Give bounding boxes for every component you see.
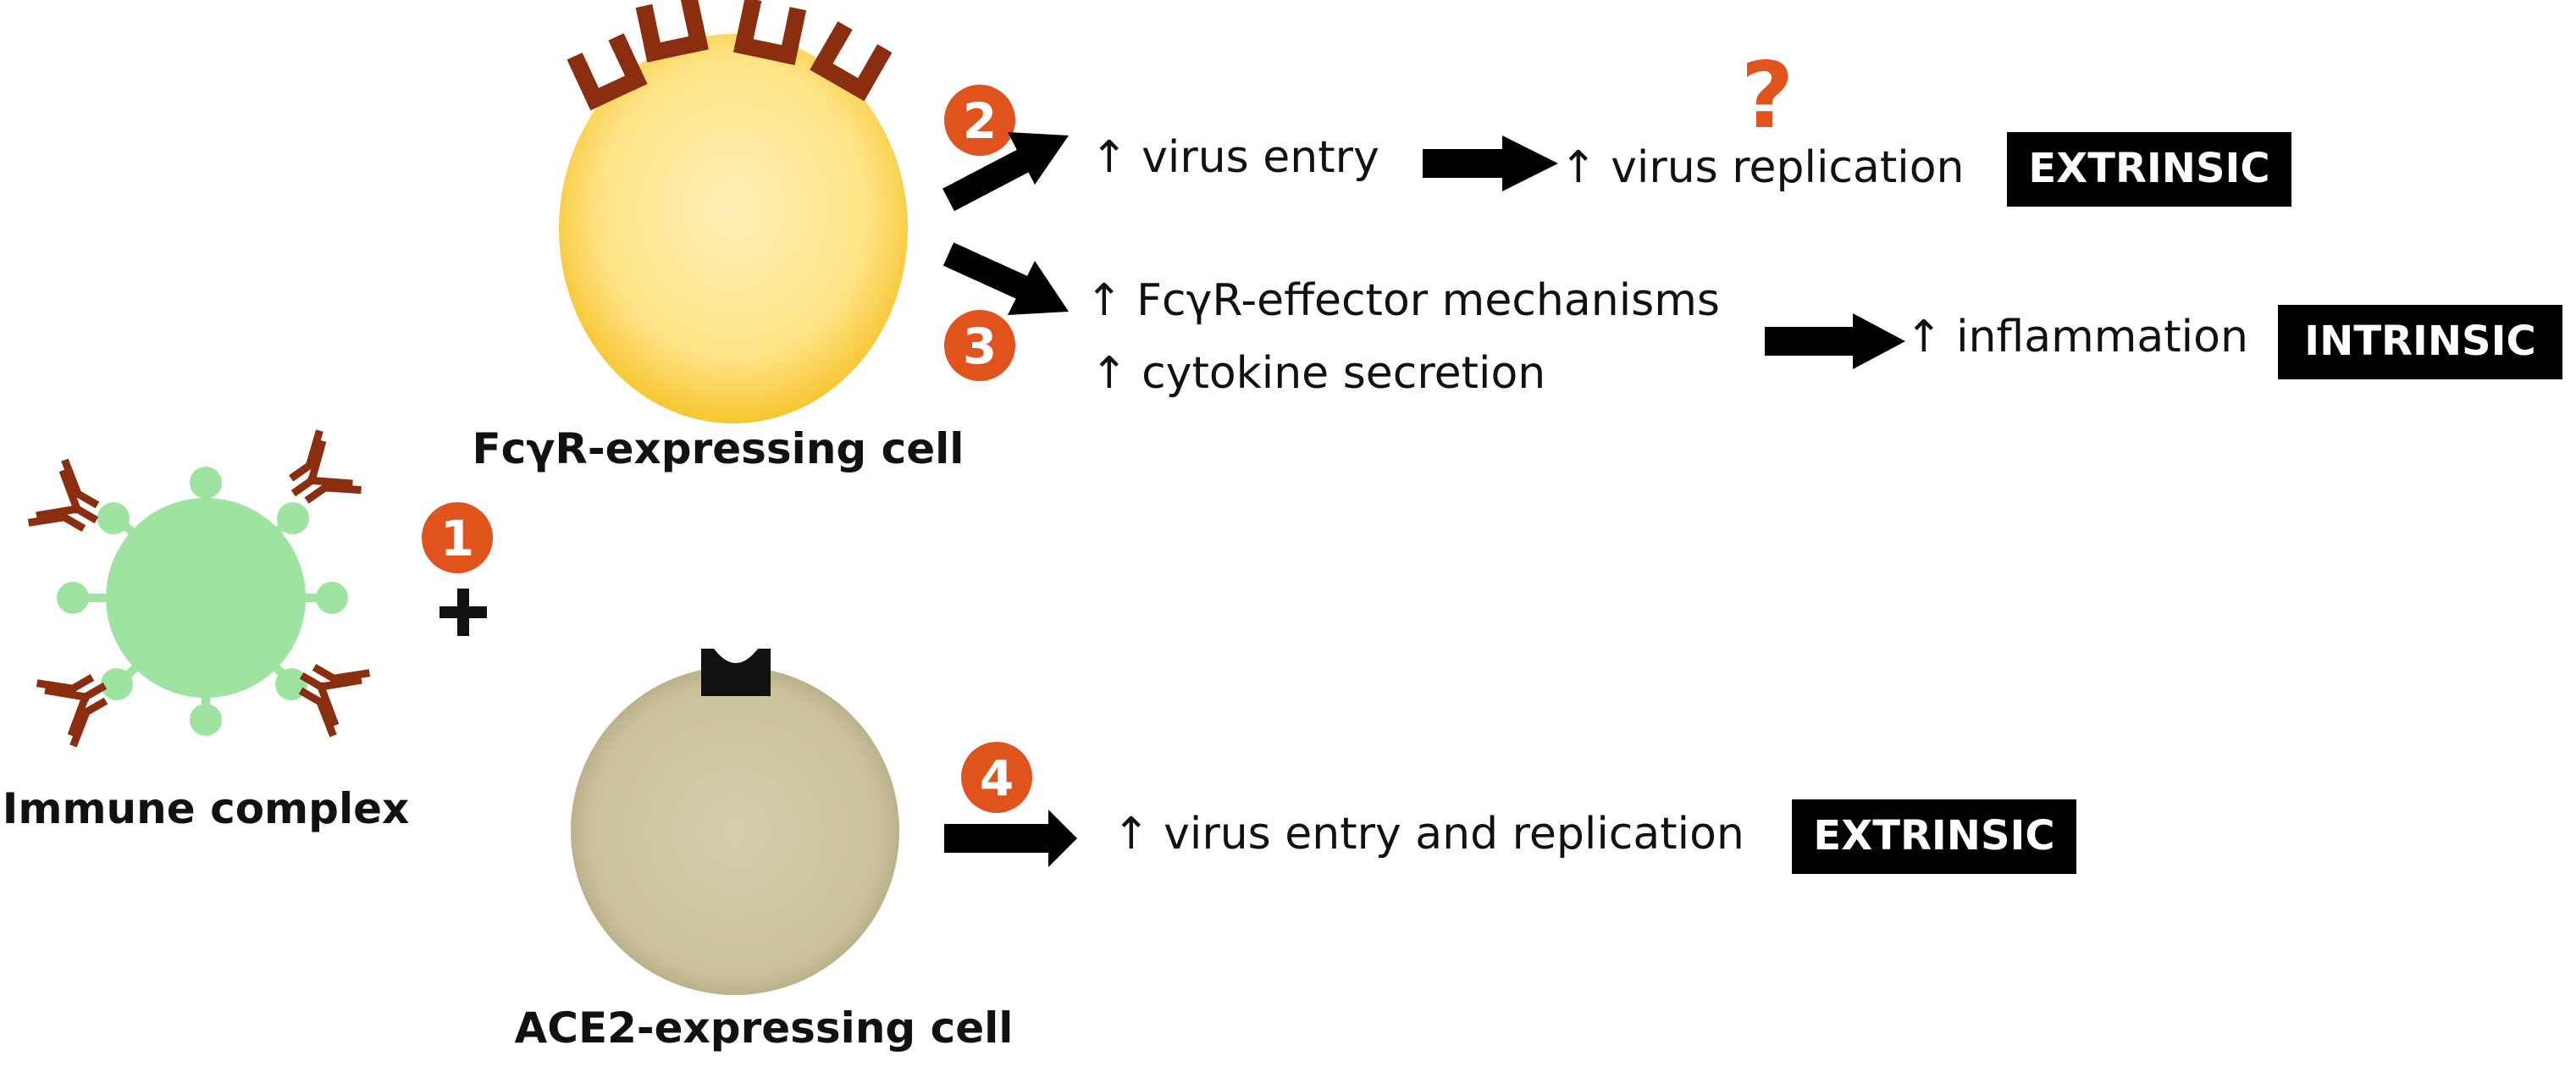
fcgr-expressing-cell	[559, 34, 908, 423]
antibody-icon	[41, 658, 119, 742]
arrow-icon	[944, 810, 1077, 867]
cytokine-secretion-text: ↑ cytokine secretion	[1091, 348, 1545, 399]
ace2-expressing-cell	[571, 666, 899, 995]
extrinsic-tag-top: EXTRINSIC	[2007, 132, 2291, 207]
fcgr-cell-label: FcγR-expressing cell	[473, 424, 965, 473]
virus-entry-text: ↑ virus entry	[1091, 132, 1379, 183]
step-3-badge: 3	[944, 310, 1015, 381]
svg-text:INTRINSIC: INTRINSIC	[2304, 318, 2535, 365]
intrinsic-tag: INTRINSIC	[2278, 305, 2562, 379]
inflammation-text: ↑ inflammation	[1905, 312, 2248, 362]
svg-text:4: 4	[980, 749, 1014, 807]
arrow-icon	[1423, 135, 1558, 191]
immune-complex-label: Immune complex	[3, 784, 410, 833]
virus-replication-text: ↑ virus replication	[1560, 142, 1964, 193]
fcgr-effector-text: ↑ FcγR-effector mechanisms	[1086, 275, 1720, 326]
svg-text:EXTRINSIC: EXTRINSIC	[2028, 145, 2269, 192]
immune-complex-virus	[57, 467, 348, 736]
svg-text:3: 3	[963, 318, 997, 375]
step-2-badge: 2	[944, 85, 1015, 156]
ace2-receptor-icon	[701, 649, 771, 696]
plus-icon	[439, 589, 487, 636]
ace2-cell-label: ACE2-expressing cell	[515, 1003, 1014, 1053]
step-1-badge: 1	[422, 502, 493, 573]
question-mark: ?	[1741, 43, 1794, 149]
svg-text:2: 2	[963, 92, 997, 150]
svg-text:EXTRINSIC: EXTRINSIC	[1813, 812, 2054, 860]
arrow-icon	[943, 242, 1069, 315]
arrow-icon	[943, 132, 1069, 212]
entry-replication-text: ↑ virus entry and replication	[1113, 809, 1744, 860]
step-4-badge: 4	[961, 742, 1032, 813]
arrow-icon	[1765, 313, 1905, 369]
svg-text:1: 1	[440, 510, 474, 567]
extrinsic-tag-bottom: EXTRINSIC	[1792, 799, 2076, 874]
virus-body	[106, 498, 306, 698]
antibody-icon	[32, 463, 110, 547]
